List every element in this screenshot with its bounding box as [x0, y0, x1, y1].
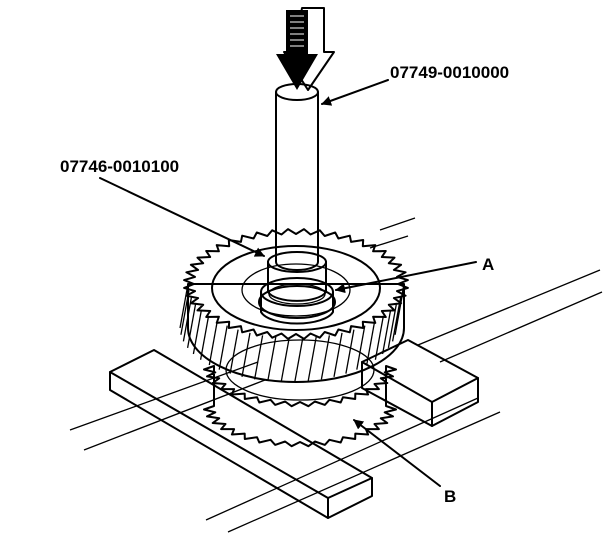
gear-assembly	[179, 228, 409, 448]
label-tool-attachment: 07746-0010100	[60, 157, 179, 176]
gear-tooth-line	[280, 337, 290, 383]
gear-tooth-line	[229, 329, 239, 374]
gear-tooth-line	[391, 297, 402, 342]
down-arrow-icon	[276, 7, 335, 91]
gear-tooth-line	[387, 303, 398, 349]
gear-tooth-line	[356, 325, 366, 370]
gear-tooth-line	[294, 337, 304, 383]
gear-tooth-line	[253, 335, 264, 380]
gear-tooth-line	[241, 332, 251, 378]
leader-lines	[99, 79, 477, 487]
gear-tooth-line	[267, 336, 277, 382]
gear-tooth-line	[199, 315, 210, 360]
gear-tooth-line	[218, 325, 228, 370]
gear-tooth-line	[366, 320, 376, 366]
gear-tooth-line	[208, 320, 218, 366]
gear-tooth-line	[192, 309, 203, 355]
bearing-a	[258, 277, 336, 325]
tool-attachment	[267, 251, 327, 302]
driver-shaft	[275, 83, 319, 271]
gear-tooth-line	[180, 290, 190, 335]
support-block-left	[109, 349, 373, 519]
gear-tooth-line	[345, 329, 355, 374]
gear-large	[179, 228, 409, 383]
work-table-lines	[69, 217, 603, 533]
gear-tooth-line	[320, 335, 331, 380]
gear-tooth-line	[381, 309, 392, 355]
gear-tooth-line	[333, 332, 343, 378]
label-part-b: B	[444, 487, 456, 506]
gear-tooth-line	[179, 283, 189, 329]
gear-tooth-line	[395, 283, 405, 329]
gear-tooth-line	[307, 336, 317, 382]
gear-tooth-line	[374, 315, 385, 360]
gear-tooth-line	[186, 303, 197, 349]
gear-tooth-line	[182, 297, 193, 342]
label-tool-driver: 07749-0010000	[390, 63, 509, 82]
label-part-a: A	[482, 255, 494, 274]
